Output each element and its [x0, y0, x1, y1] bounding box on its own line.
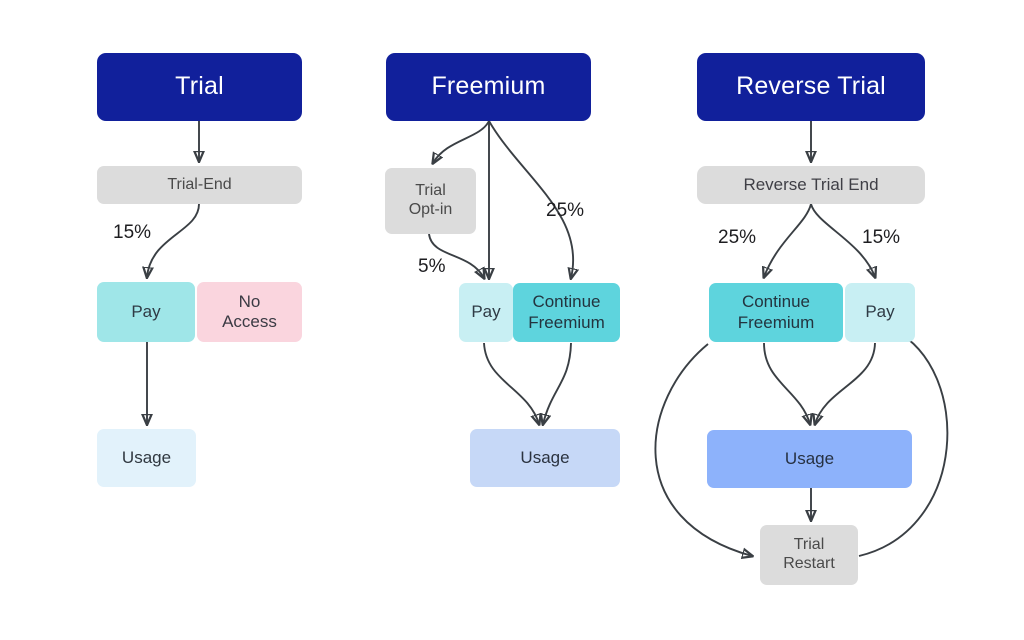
edge-continue-to-usage-2: [543, 342, 572, 424]
label-reverse-pay-rate: 15%: [862, 227, 901, 248]
edge-freemium-to-optin: [433, 120, 490, 163]
node-trial-pay[interactable]: Pay: [97, 282, 195, 342]
node-freemium-pay[interactable]: Pay: [459, 283, 513, 342]
node-trial-usage[interactable]: Usage: [97, 429, 196, 487]
label-trial-pay-rate: 15%: [113, 222, 152, 243]
node-trial-header[interactable]: Trial: [97, 53, 302, 121]
node-freemium-continue[interactable]: Continue Freemium: [513, 283, 620, 342]
node-freemium-usage[interactable]: Usage: [470, 429, 620, 487]
edge-pay-to-usage-3: [815, 342, 876, 424]
edge-trialend-to-pay: [147, 203, 200, 277]
edge-continue-to-usage-3: [763, 342, 810, 424]
node-reverse-usage[interactable]: Usage: [707, 430, 912, 488]
edge-pay-to-usage-2: [483, 342, 539, 424]
node-reverse-trial-end[interactable]: Reverse Trial End: [697, 166, 925, 204]
label-freemium-continue-rate: 25%: [546, 200, 585, 221]
node-reverse-continue[interactable]: Continue Freemium: [709, 283, 843, 342]
node-reverse-trial-restart[interactable]: Trial Restart: [760, 525, 858, 585]
node-freemium-header[interactable]: Freemium: [386, 53, 591, 121]
edge-end-to-continue: [764, 203, 812, 277]
node-trial-end[interactable]: Trial-End: [97, 166, 302, 204]
node-reverse-pay[interactable]: Pay: [845, 283, 915, 342]
node-reverse-trial-header[interactable]: Reverse Trial: [697, 53, 925, 121]
node-freemium-trial-optin[interactable]: Trial Opt-in: [385, 168, 476, 234]
label-freemium-optin-pay-rate: 5%: [418, 256, 446, 277]
node-trial-no-access[interactable]: No Access: [197, 282, 302, 342]
label-reverse-continue-rate: 25%: [718, 227, 757, 248]
